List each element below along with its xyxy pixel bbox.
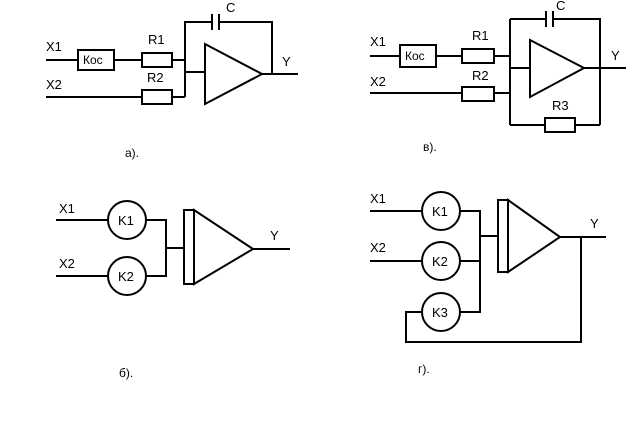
diagram-b: X1 X2 K1 K2 Y б).	[56, 200, 290, 380]
diagram-a-koc-label: Кос	[83, 53, 103, 67]
diagram-v-input2-label: X2	[370, 74, 386, 89]
diagram-v-r1-label: R1	[472, 28, 489, 43]
diagram-v-feedback-c-right	[553, 18, 601, 125]
diagram-a: X1 X2 Кос R1 R2 C Y а).	[46, 0, 298, 160]
diagram-a-feedback-right	[219, 21, 273, 74]
diagram-v-r2-resistor	[461, 86, 495, 102]
diagram-g-caption: г).	[418, 362, 430, 376]
diagram-b-summing-wire	[146, 219, 167, 277]
diagram-v-output-label: Y	[611, 48, 620, 63]
diagram-b-output-label: Y	[270, 228, 279, 243]
diagram-a-input2-label: X2	[46, 77, 62, 92]
diagram-g-k1-label: K1	[432, 204, 448, 219]
diagram-a-opamp	[204, 42, 265, 106]
diagram-a-r1-label: R1	[148, 32, 165, 47]
diagram-b-k1-label: K1	[118, 213, 134, 228]
diagram-g-k2-label: K2	[432, 254, 448, 269]
diagram-b-caption: б).	[119, 366, 133, 380]
diagram-v-opamp	[529, 38, 587, 99]
diagram-a-r2-label: R2	[147, 70, 164, 85]
diagram-a-r1-resistor	[141, 52, 173, 68]
diagram-b-input-bar	[183, 209, 195, 285]
diagram-g-k3-label: K3	[432, 305, 448, 320]
diagram-a-capacitor-label: C	[226, 0, 235, 15]
diagram-v-r2-label: R2	[472, 68, 489, 83]
diagram-g: X1 X2 K1 K2 K3 Y г).	[370, 191, 606, 376]
diagram-v-r3-resistor	[544, 117, 576, 133]
diagram-g-input2-label: X2	[370, 240, 386, 255]
diagram-v-caption: в).	[423, 140, 437, 154]
diagram-a-feedback-left	[184, 21, 212, 60]
diagram-v-r3-label: R3	[552, 98, 569, 113]
diagram-v: X1 X2 Кос R1 R2 C Y R3 в).	[370, 0, 626, 154]
diagram-g-amplifier	[507, 198, 562, 274]
diagram-b-input2-label: X2	[59, 256, 75, 271]
diagram-b-amplifier	[193, 208, 255, 286]
diagram-v-capacitor-label: C	[556, 0, 565, 13]
diagram-g-input-bar	[497, 199, 509, 273]
diagram-g-input1-label: X1	[370, 191, 386, 206]
diagram-a-r2-resistor	[141, 89, 173, 105]
diagram-a-output-label: Y	[282, 54, 291, 69]
diagram-g-feedback-loop	[405, 237, 582, 343]
diagram-a-input1-label: X1	[46, 39, 62, 54]
diagram-b-input1-label: X1	[59, 201, 75, 216]
diagram-b-k2-label: K2	[118, 269, 134, 284]
diagram-g-output-label: Y	[590, 216, 599, 231]
diagram-v-input1-label: X1	[370, 34, 386, 49]
diagram-v-koc-label: Кос	[405, 49, 425, 63]
diagram-a-caption: а).	[125, 146, 139, 160]
diagram-v-r1-resistor	[461, 48, 495, 64]
